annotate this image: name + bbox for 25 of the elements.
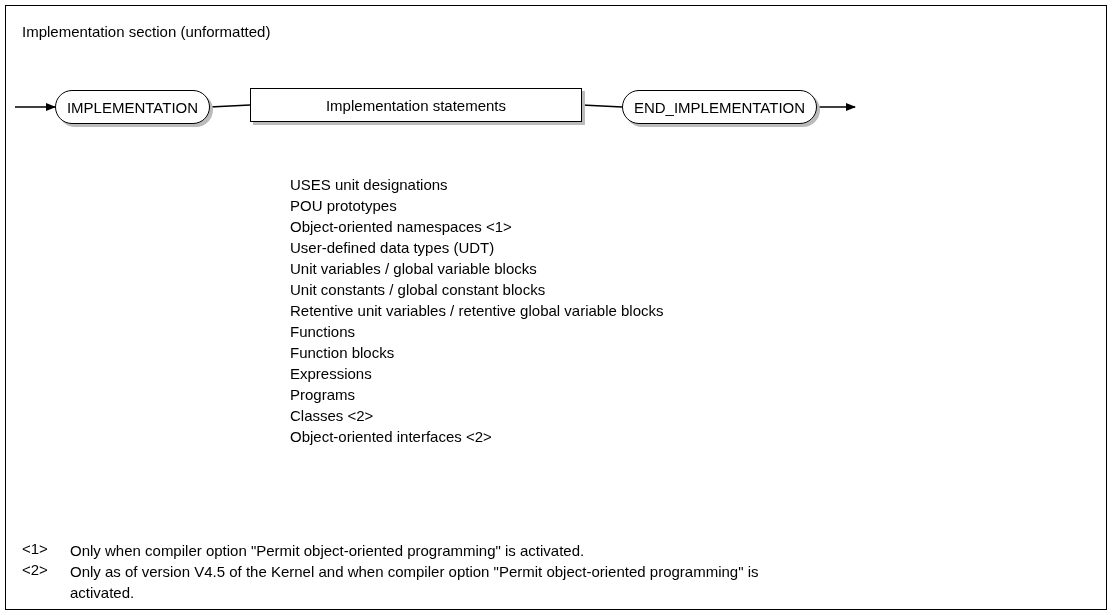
- diagram-title: Implementation section (unformatted): [22, 23, 271, 40]
- list-item: Retentive unit variables / retentive global variable blocks: [290, 302, 664, 319]
- list-item: POU prototypes: [290, 197, 397, 214]
- syntax-label: Implementation statements: [325, 96, 507, 114]
- footnote-text: Only as of version V4.5 of the Kernel and when compiler option "Permit object-oriented programming" is activated.: [70, 562, 760, 603]
- footnote-text: Only when compiler option "Permit object-oriented programming" is activated.: [70, 541, 586, 561]
- list-item: Classes <2>: [290, 407, 374, 424]
- arrow: [14, 103, 56, 111]
- list-item: Object-oriented namespaces <1>: [290, 218, 512, 235]
- list-item: Function blocks: [290, 344, 395, 361]
- list-item: Unit constants / global constant blocks: [290, 281, 546, 298]
- syntax-label: IMPLEMENTATION: [66, 98, 199, 116]
- list-item: USES unit designations: [290, 176, 448, 193]
- list-item: Object-oriented interfaces <2>: [290, 428, 492, 445]
- list-item: Expressions: [290, 365, 372, 382]
- syntax-box: [250, 88, 582, 122]
- list-item: Functions: [290, 323, 356, 340]
- list-item: Programs: [290, 386, 356, 403]
- footnote-marker: <1>: [22, 540, 48, 557]
- syntax-label: END_IMPLEMENTATION: [633, 98, 806, 116]
- terminal-symbol: [622, 90, 817, 124]
- footnote-marker: <2>: [22, 561, 48, 578]
- terminal-symbol: [55, 90, 210, 124]
- list-item: Unit variables / global variable blocks: [290, 260, 537, 277]
- list-item: User-defined data types (UDT): [290, 239, 495, 256]
